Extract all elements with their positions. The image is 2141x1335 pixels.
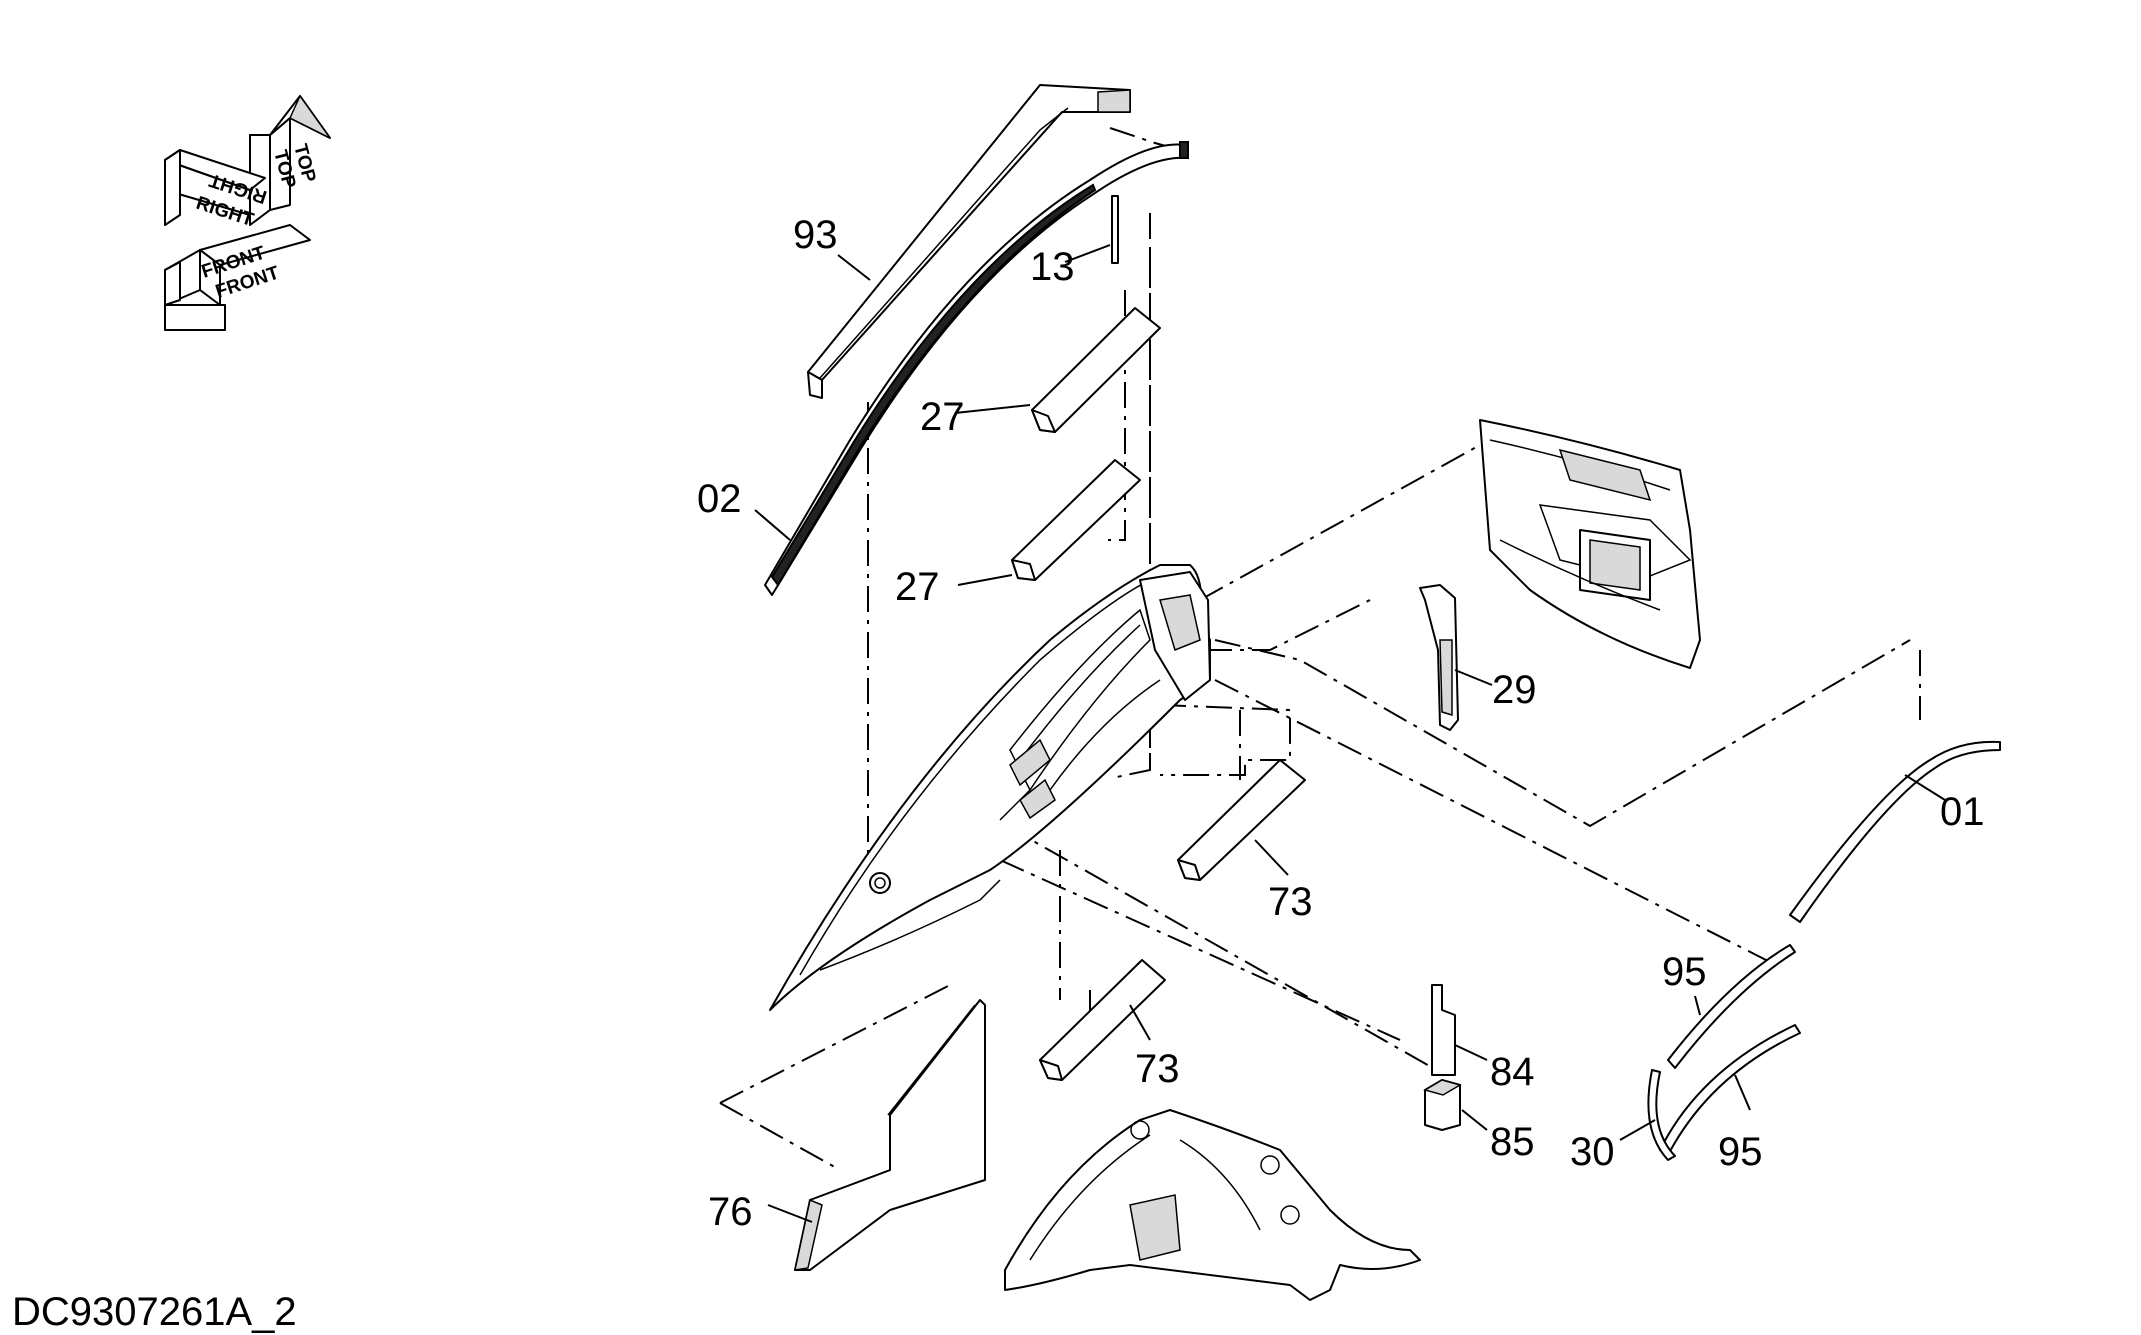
right-rear-panel xyxy=(1479,419,1701,669)
main-side-panel xyxy=(769,564,1211,1011)
part-13-pin xyxy=(1111,195,1119,264)
part-27-tape-lower xyxy=(1011,459,1141,581)
part-85-block xyxy=(1423,1079,1462,1131)
callout-01: 01 xyxy=(1940,790,1985,834)
callout-95-upper: 95 xyxy=(1662,950,1707,994)
callout-27-upper: 27 xyxy=(920,395,965,439)
drawing-id-label: DC9307261A_2 xyxy=(12,1290,297,1334)
part-73-pad-lower xyxy=(1039,959,1166,1081)
part-76-lower-panel xyxy=(794,999,986,1271)
part-29-bracket xyxy=(1419,584,1459,731)
part-30-strip xyxy=(1647,1069,1676,1161)
part-02-seal-strip xyxy=(764,141,1189,596)
callout-labels: 93 13 27 02 27 29 01 73 73 95 84 85 30 9… xyxy=(697,213,1985,1234)
callout-02: 02 xyxy=(697,477,742,521)
part-93-upper-trim xyxy=(807,84,1131,399)
callout-29: 29 xyxy=(1492,668,1537,712)
part-01-curved-strip xyxy=(1789,740,2001,923)
part-84-spacer xyxy=(1431,984,1456,1076)
leader-lines xyxy=(754,244,1946,1223)
callout-13: 13 xyxy=(1030,245,1075,289)
callout-76: 76 xyxy=(708,1190,753,1234)
callout-73-upper: 73 xyxy=(1268,880,1313,924)
part-73-pad-upper xyxy=(1177,759,1306,881)
callout-93: 93 xyxy=(793,213,838,257)
part-27-tape-upper xyxy=(1031,307,1161,433)
orientation-indicator-icon: TOP TOP RIGHT RIGHT FRONT FRONT xyxy=(164,94,331,331)
part-95-strip-lower xyxy=(1659,1024,1801,1156)
lower-bumper-part xyxy=(1004,1109,1421,1301)
callout-95-lower: 95 xyxy=(1718,1130,1763,1174)
part-95-strip-upper xyxy=(1667,944,1796,1069)
callout-84: 84 xyxy=(1490,1050,1535,1094)
callout-27-lower: 27 xyxy=(895,565,940,609)
callout-85: 85 xyxy=(1490,1120,1535,1164)
callout-30: 30 xyxy=(1570,1130,1615,1174)
callout-73-lower: 73 xyxy=(1135,1047,1180,1091)
